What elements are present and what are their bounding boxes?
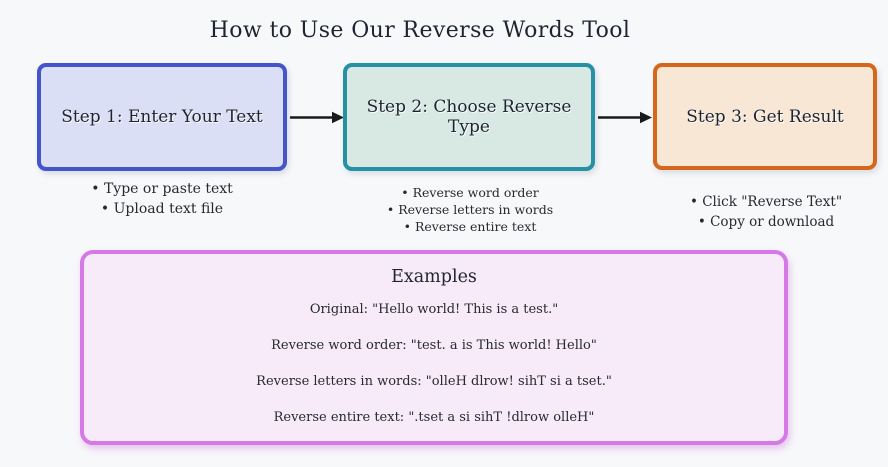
example-reverse-entire: Reverse entire text: ".tset a si sihT !d… — [273, 410, 595, 425]
page-title: How to Use Our Reverse Words Tool — [209, 18, 631, 43]
step-3-label: Step 3: Get Result — [686, 106, 844, 127]
examples-title: Examples — [391, 267, 477, 287]
example-reverse-word-order: Reverse word order: "test. a is This wor… — [271, 338, 597, 353]
step-2-label: Step 2: Choose Reverse Type — [366, 97, 572, 137]
step-2-box: Step 2: Choose Reverse Type — [343, 63, 595, 171]
bullet-item: • Upload text file — [100, 201, 224, 217]
step-1-label: Step 1: Enter Your Text — [61, 107, 263, 127]
step-1-bullet-list: • Type or paste text • Upload text file — [91, 179, 233, 219]
flow-arrow-icon — [598, 111, 652, 124]
bullet-item: • Type or paste text — [91, 181, 233, 197]
step-3-box: Step 3: Get Result — [653, 63, 877, 170]
bullet-item: • Reverse word order — [401, 185, 539, 200]
example-reverse-letters: Reverse letters in words: "olleH dlrow! … — [256, 374, 612, 389]
bullet-item: • Reverse letters in words — [386, 202, 554, 217]
step-1-box: Step 1: Enter Your Text — [37, 63, 287, 171]
step-3-bullet-list: • Click "Reverse Text" • Copy or downloa… — [690, 192, 842, 232]
examples-box: Examples Original: "Hello world! This is… — [80, 250, 788, 445]
bullet-item: • Click "Reverse Text" — [689, 194, 843, 210]
bullet-item: • Reverse entire text — [403, 219, 537, 234]
step-2-bullet-list: • Reverse word order • Reverse letters i… — [387, 184, 553, 235]
flow-arrow-icon — [290, 111, 344, 124]
example-original: Original: "Hello world! This is a test." — [309, 302, 559, 317]
bullet-item: • Copy or download — [697, 214, 835, 230]
